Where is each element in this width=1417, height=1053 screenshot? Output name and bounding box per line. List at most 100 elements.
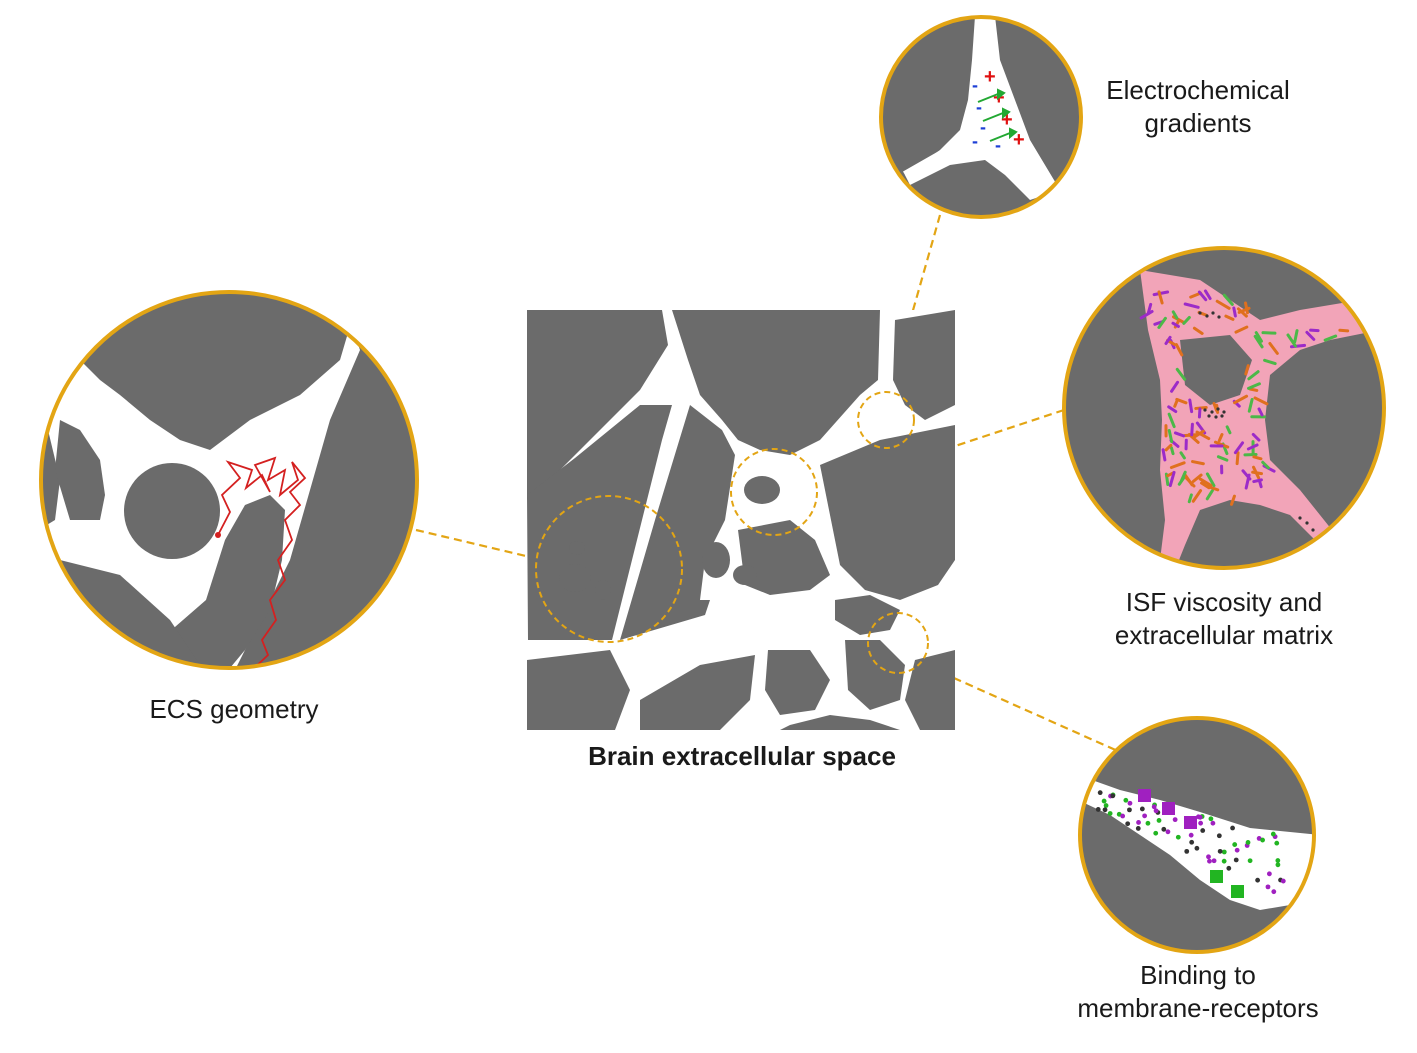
matrix-fiber (1187, 493, 1193, 504)
matrix-fiber (1182, 315, 1191, 325)
region-circle-gradients (857, 391, 915, 449)
ligand-dot (1232, 842, 1238, 847)
ligand-dot (1127, 800, 1133, 806)
matrix-fiber (1305, 330, 1316, 341)
matrix-fiber (1170, 380, 1180, 393)
label-gradients: Electrochemical gradients (1078, 74, 1318, 140)
ligand-dot (1184, 848, 1190, 854)
region-circle-geometry (535, 495, 683, 643)
receptor-green (1210, 870, 1223, 883)
matrix-fiber (1164, 335, 1172, 346)
matrix-fiber (1203, 289, 1212, 300)
ligand-dot (1210, 820, 1216, 826)
matrix-fiber (1175, 397, 1188, 405)
ligand-dot (1142, 813, 1148, 819)
inset-isf-matrix (1062, 246, 1386, 570)
label-matrix-line2: extracellular matrix (1114, 620, 1334, 650)
matrix-fiber (1184, 476, 1196, 488)
ligand-dot (1198, 820, 1204, 826)
matrix-fiber (1188, 398, 1194, 414)
matrix-fiber (1247, 370, 1260, 381)
ligand-dot (1230, 825, 1235, 831)
ligand-dot (1165, 829, 1171, 835)
matrix-fiber (1289, 343, 1307, 349)
matrix-fiber (1193, 429, 1205, 439)
matrix-fiber (1233, 441, 1245, 455)
receptor-purple (1138, 789, 1151, 802)
matrix-fiber (1323, 334, 1338, 342)
ring-gradients (879, 15, 1083, 219)
matrix-fiber (1217, 433, 1224, 443)
plus-sign: + (984, 66, 996, 88)
matrix-fiber (1263, 358, 1277, 366)
ligand-dot (1207, 858, 1212, 864)
matrix-fiber (1268, 341, 1279, 355)
ligand-dot (1260, 837, 1265, 843)
matrix-fiber (1191, 489, 1203, 503)
matrix-fiber (1167, 405, 1178, 413)
minus-sign: - (972, 75, 978, 95)
ring-geometry (39, 290, 419, 670)
matrix-fiber (1237, 306, 1251, 314)
matrix-fiber (1168, 470, 1176, 488)
matrix-fiber (1161, 448, 1167, 462)
ligand-dot (1161, 826, 1167, 832)
minus-sign: - (980, 117, 986, 137)
ligand-dot (1280, 878, 1286, 884)
matrix-fiber (1179, 451, 1186, 460)
ligand-dot (1265, 884, 1271, 890)
ligand-dot (1175, 834, 1181, 840)
matrix-fiber (1247, 382, 1261, 390)
matrix-fiber (1173, 431, 1186, 438)
ligand-dot (1255, 877, 1261, 883)
ligand-dot (1136, 820, 1141, 825)
matrix-fiber (1248, 387, 1259, 392)
matrix-fiber (1169, 461, 1186, 470)
matrix-fiber (1244, 364, 1250, 376)
matrix-fiber (1183, 302, 1200, 309)
matrix-fiber (1167, 429, 1174, 444)
ligand-dot (1107, 811, 1113, 816)
matrix-fiber (1205, 489, 1214, 501)
matrix-fiber (1194, 406, 1208, 410)
receptor-purple (1184, 816, 1197, 829)
inset-electrochemical-gradients: - - - - - + + + + (879, 15, 1083, 219)
matrix-fiber (1198, 477, 1213, 487)
ligand-dot (1221, 849, 1227, 855)
random-walk-path (217, 456, 307, 668)
matrix-fiber (1252, 478, 1263, 484)
plus-sign: + (1001, 109, 1013, 131)
ligand-dot (1216, 833, 1222, 839)
region-circle-matrix (730, 448, 818, 536)
label-matrix: ISF viscosity and extracellular matrix (1084, 586, 1364, 652)
matrix-fiber (1171, 321, 1180, 328)
leader-binding (917, 660, 1121, 754)
matrix-fiber (1225, 425, 1232, 435)
matrix-fiber (1167, 412, 1176, 429)
ligand-dot (1274, 840, 1280, 846)
matrix-fiber (1252, 465, 1261, 480)
ligand-dot (1145, 820, 1151, 826)
ligand-dot (1153, 830, 1159, 836)
matrix-fiber (1216, 455, 1229, 462)
matrix-fiber (1338, 328, 1350, 333)
ligand-dot (1127, 807, 1132, 813)
ligand-dot (1271, 889, 1277, 895)
label-matrix-line1: ISF viscosity and (1125, 587, 1323, 617)
matrix-fiber (1175, 367, 1187, 381)
ecs-micrograph (527, 310, 955, 730)
matrix-fiber (1230, 494, 1236, 506)
label-binding-line1: Binding to (1140, 960, 1256, 990)
matrix-fiber (1254, 331, 1263, 343)
matrix-fiber (1286, 333, 1297, 348)
ligand-dot (1135, 826, 1141, 831)
ligand-dot (1266, 871, 1272, 877)
ligand-dot (1097, 790, 1103, 796)
ligand-dot (1125, 821, 1131, 827)
matrix-fiber (1252, 455, 1263, 461)
matrix-fiber (1174, 343, 1184, 357)
ligand-dot (1233, 857, 1239, 863)
minus-sign: - (976, 97, 982, 117)
matrix-fiber (1192, 326, 1204, 335)
